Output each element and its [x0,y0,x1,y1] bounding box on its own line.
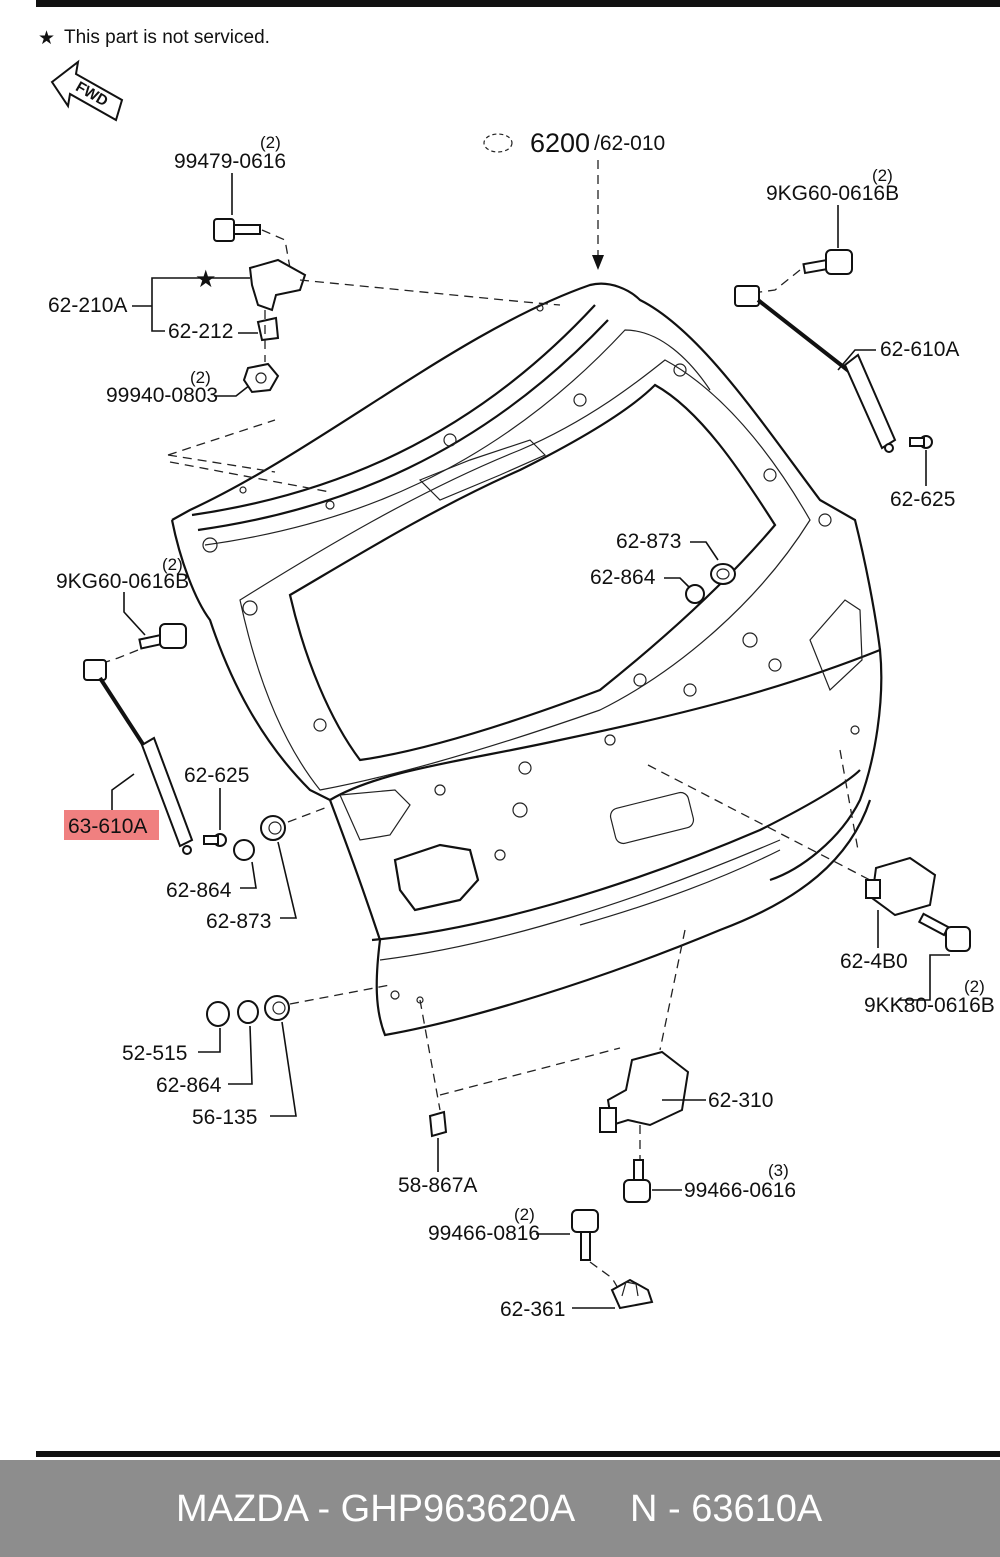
label-99466-0616-qty: (3) [768,1161,789,1180]
label-99940-0803: 99940-0803 [106,384,218,407]
footer-bar: MAZDA - GHP963620A N - 63610A [0,1460,1000,1557]
fwd-arrow-icon: FWD [50,59,124,122]
dash-62-873-left [287,805,331,823]
label-99479-qty: (2) [260,133,281,152]
label-56-135: 56-135 [192,1106,257,1129]
cushion-52-515-icon [206,1001,230,1027]
striker-62-361-icon [610,1278,654,1310]
label-62-610A: 62-610A [880,338,959,361]
label-62-864-upper: 62-864 [590,566,656,589]
label-62-212: 62-212 [168,320,233,343]
label-52-515: 52-515 [122,1042,187,1065]
leader-63-610A [111,773,135,812]
top-border [36,0,1000,7]
assembly-icon [483,133,513,153]
dash-latch [419,929,686,1111]
label-62-873-left: 62-873 [206,910,271,933]
label-9KK80-qty: (2) [964,977,985,996]
bolt-99466-0616-icon [623,1159,651,1203]
label-9KG60-r-qty: (2) [872,166,893,185]
cushion-62-864-left-icon [233,839,255,861]
leader-99940 [214,384,251,397]
leader-62-864-left [240,861,257,889]
leader-62-610A [837,349,876,371]
not-serviced-star: ★ [38,28,55,49]
leader-9KK80 [898,954,950,1001]
label-9KG60-0616B-l: 9KG60-0616B [56,570,189,593]
label-62-625-r: 62-625 [890,488,955,511]
bolt-99466-0816-icon [571,1209,599,1261]
label-99466-0816-qty: (2) [514,1205,535,1224]
label-62-864-left: 62-864 [166,879,232,902]
strut-63-610A-icon [83,659,194,855]
dash-left-upper [167,419,331,493]
bracket-62-212-icon [256,316,280,342]
leader-62-873-upper [690,541,719,561]
label-62-310: 62-310 [708,1089,773,1112]
label-58-867A: 58-867A [398,1174,477,1197]
leader-52-515 [198,1028,221,1053]
label-62-625-l: 62-625 [184,764,249,787]
leader-56-135 [270,1021,297,1117]
footer-diagram-code: N - 63610A [630,1488,823,1530]
bolt-9KG60-r-icon [802,249,853,275]
actuator-62-4B0-icon [865,856,937,917]
bolt-9KK80-icon [917,912,971,952]
dash-56-135 [289,984,391,1005]
latch-62-310-icon [599,1050,690,1133]
dash-hinge [299,279,561,306]
hinge-62-210A-icon [248,258,307,312]
leader-62-864-upper [664,577,691,589]
dash-9KG60-r [759,269,801,293]
assembly-sub-number: /62-010 [594,132,665,155]
strut-62-610A-icon [734,285,897,453]
assembly-arrow-icon [592,255,604,270]
dash-99479 [261,229,291,269]
bolt-9KG60-l-icon [138,623,187,650]
assembly-main-number: 6200 [530,128,590,158]
label-9KG60-l-qty: (2) [162,555,183,574]
highlight-63-610A [64,810,159,840]
label-99479-0616: 99479-0616 [174,150,286,173]
label-62-873-upper: 62-873 [616,530,681,553]
label-62-4B0-text: 62-4B0 [840,950,908,973]
label-63-610A: 63-610A [68,815,147,838]
nut-99940-icon [242,362,280,394]
clip-58-867A-icon [428,1110,448,1138]
cushion-62-864-upper-icon [685,584,705,604]
bolt-62-625-l-icon [203,833,227,847]
dash-62-4B0 [647,749,871,881]
label-99940-qty: (2) [190,368,211,387]
label-9KK80-0616B: 9KK80-0616B [864,994,995,1017]
bolt-99479-icon [213,218,261,242]
liftgate-body [170,282,883,1037]
footer-part-number: MAZDA - GHP963620A [176,1488,576,1530]
label-99466-0816: 99466-0816 [428,1222,540,1245]
label-62-864-bottom: 62-864 [156,1074,222,1097]
leader-62-210A [132,277,250,332]
leader-62-873-left [277,841,298,919]
star-icon: ★ [195,265,217,293]
bolt-62-625-r-icon [909,435,933,449]
cushion-62-864-bottom-icon [237,1000,259,1024]
label-99466-0616: 99466-0616 [684,1179,796,1202]
bottom-border [36,1451,1000,1457]
not-serviced-note: This part is not serviced. [64,27,270,48]
bumper-56-135-icon [264,995,290,1021]
leader-62-864-bottom [228,1025,253,1085]
bumper-62-873-upper-icon [710,563,736,585]
label-62-210A: 62-210A [48,294,127,317]
bumper-62-873-left-icon [260,815,286,841]
label-62-361: 62-361 [500,1298,565,1321]
label-9KG60-0616B-r: 9KG60-0616B [766,182,899,205]
leader-9KG60-l [123,592,146,636]
